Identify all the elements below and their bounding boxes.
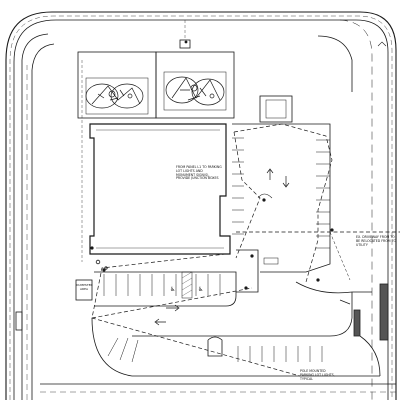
fire-hydrant-symbol xyxy=(95,259,101,265)
entry-plaza xyxy=(236,249,259,293)
sign-symbol xyxy=(104,266,108,270)
playground-symbol-right xyxy=(165,76,225,106)
electrical-circuit xyxy=(91,123,400,377)
accessible-parking-symbol-2: ♿ xyxy=(198,286,203,293)
south-lot-outline xyxy=(94,271,237,307)
road-edge-outer xyxy=(5,11,397,400)
play-area-right-pad xyxy=(163,71,227,111)
play-area-right xyxy=(155,51,235,119)
island-curb xyxy=(207,336,223,357)
utility-line-east xyxy=(329,231,351,281)
north-marker xyxy=(377,41,387,47)
entry-ramp xyxy=(263,257,279,265)
road-centerline xyxy=(9,15,393,400)
accessible-aisle-hatch xyxy=(181,271,193,297)
east-lot-stalls-left xyxy=(232,137,244,235)
accessible-aisle xyxy=(181,271,193,299)
play-area-left xyxy=(77,51,157,119)
entrance-island xyxy=(379,283,389,341)
left-drive xyxy=(21,33,49,400)
entrance-island-2 xyxy=(353,309,361,337)
pole-note: POLE MOUNTED PARKING LOT LIGHTS, TYPICAL xyxy=(300,369,335,381)
building-outline xyxy=(89,123,231,255)
east-lot-outline xyxy=(232,123,331,273)
lower-lot-stalls xyxy=(107,337,323,363)
entry-drive-curve xyxy=(295,281,372,294)
dumpster-label: DUMPSTER AREA xyxy=(76,283,93,291)
pole-fixture-east xyxy=(257,193,273,199)
playground-symbol-left xyxy=(85,83,144,109)
accessible-parking-symbol: ♿ xyxy=(170,286,175,293)
left-utility-box xyxy=(15,311,23,331)
entry-marker xyxy=(179,39,191,49)
right-curb-2 xyxy=(339,19,373,400)
play-area-left-pad xyxy=(85,77,149,115)
right-curb xyxy=(317,35,353,92)
light-pole-symbols xyxy=(90,40,334,290)
building-inner-wall xyxy=(96,129,224,249)
existing-pole-note: EX. DRIVEWAY FROM TO BE RELOCATED FROM T… xyxy=(356,235,396,247)
entrance-curve xyxy=(359,335,381,377)
road-edge-inner xyxy=(13,19,389,400)
traffic-arrows xyxy=(154,168,351,326)
dumpster-pad xyxy=(75,279,93,301)
drive-aisle-south xyxy=(132,292,353,337)
building-note: FROM PANEL L1 TO PARKING LOT LIGHTS AND … xyxy=(176,165,222,181)
dumpster-enclosure xyxy=(259,95,293,123)
left-drive-inner xyxy=(31,43,55,400)
dumpster-inner xyxy=(265,99,287,119)
lower-lot-outline xyxy=(91,317,380,377)
south-lot-stalls xyxy=(103,274,221,296)
